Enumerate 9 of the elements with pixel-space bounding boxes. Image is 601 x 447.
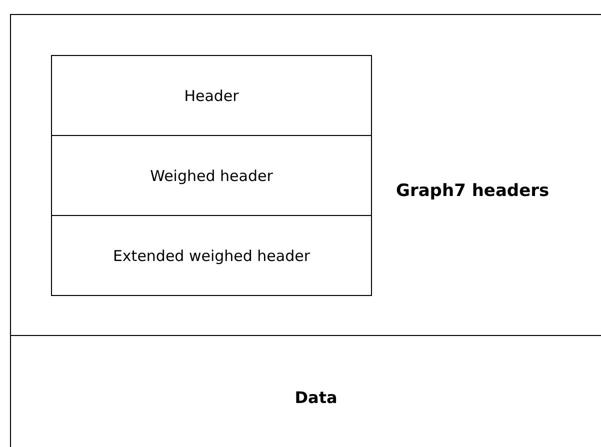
header-box xyxy=(51,215,372,296)
header-label: Weighed header xyxy=(149,166,274,184)
section-heading: Graph7 headers xyxy=(396,181,550,201)
header-box xyxy=(51,135,372,216)
header-label: Header xyxy=(183,86,240,104)
section-panel xyxy=(10,14,601,336)
header-box xyxy=(51,55,372,136)
header-label: Extended weighed header xyxy=(112,246,312,264)
section-heading: Data xyxy=(294,388,338,407)
